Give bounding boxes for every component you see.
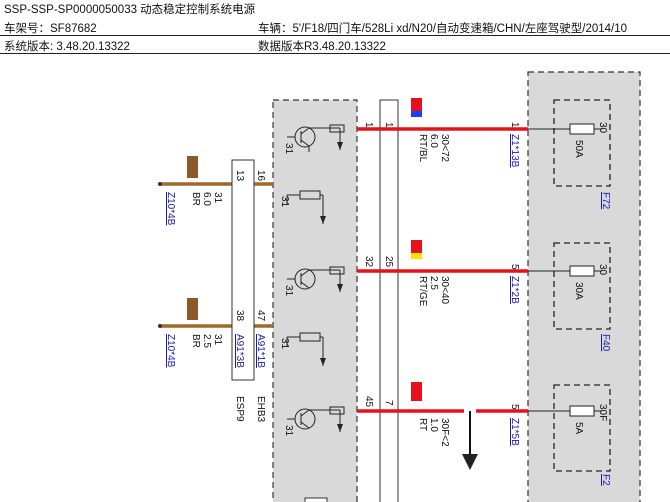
a91-connector-box[interactable] bbox=[231, 159, 255, 381]
link-z1-5b[interactable]: Z1*5B bbox=[509, 418, 520, 446]
arrow-3 bbox=[337, 284, 343, 292]
fuse-f2-rating: 5A bbox=[573, 422, 584, 435]
ground1-color: BR bbox=[190, 192, 201, 206]
diagram-title: SSP-SSP-SP0000050033 动态稳定控制系统电源 bbox=[4, 4, 256, 16]
swatch-rt-ge bbox=[411, 240, 422, 253]
ehb3-module-box bbox=[272, 99, 358, 502]
connector-stub-bottom bbox=[304, 497, 328, 502]
ground-label-4: 31 bbox=[279, 338, 290, 350]
swatch-br-1 bbox=[187, 156, 198, 178]
pin-conn-25: 25 bbox=[383, 256, 394, 268]
swatch-rt bbox=[411, 382, 422, 401]
wire3-size: 1.0 bbox=[428, 418, 439, 432]
link-z10-4b-bottom[interactable]: Z10*4B bbox=[165, 334, 176, 368]
link-fuse-f40[interactable]: F40 bbox=[600, 334, 611, 352]
ground1-circuit: 31 bbox=[212, 192, 223, 204]
wire3-color: RT bbox=[417, 418, 428, 431]
swatch-br-2 bbox=[187, 298, 198, 320]
pin-fuse-1: 1 bbox=[509, 122, 520, 128]
label-esp9: ESP9 bbox=[234, 396, 245, 422]
fuse-box[interactable] bbox=[527, 71, 641, 502]
wire1-size: 6.0 bbox=[428, 134, 439, 148]
ground2-circuit: 31 bbox=[212, 334, 223, 346]
pin-module-16: 16 bbox=[255, 170, 266, 182]
pin-module-1: 1 bbox=[363, 122, 374, 128]
pin-conn-1: 1 bbox=[383, 122, 394, 128]
wire2-color: RT/GE bbox=[417, 276, 428, 307]
wire2-circuit: 30<40 bbox=[439, 276, 450, 305]
link-z10-4b-top[interactable]: Z10*4B bbox=[165, 192, 176, 226]
link-fuse-f2[interactable]: F2 bbox=[600, 474, 611, 486]
fuse-f40-pin: 30 bbox=[597, 264, 608, 276]
header-divider-bottom bbox=[0, 53, 670, 54]
ground-label-5: 31 bbox=[283, 425, 294, 437]
fuse-f40-rating: 30A bbox=[573, 282, 584, 300]
ground-label-2: 31 bbox=[279, 196, 290, 208]
ground-label-1: 31 bbox=[283, 143, 294, 155]
swatch-rt-ge-stripe bbox=[411, 253, 422, 259]
data-version-label: 数据版本R3.48.20.13322 bbox=[258, 41, 386, 53]
vin-label: 车架号：SF87682 bbox=[4, 23, 97, 35]
fuse-f2-box[interactable] bbox=[553, 384, 611, 472]
wire1-circuit: 30<72 bbox=[439, 134, 450, 163]
header-divider bbox=[0, 35, 670, 36]
wire1-color: RT/BL bbox=[417, 134, 428, 163]
fuse-f72-box[interactable] bbox=[553, 99, 611, 187]
ground2-size: 2.5 bbox=[201, 334, 212, 348]
fuse-f2-symbol bbox=[569, 405, 595, 417]
ground2-color: BR bbox=[190, 334, 201, 348]
pin-module-47: 47 bbox=[255, 310, 266, 322]
ground1-size: 6.0 bbox=[201, 192, 212, 206]
wire3-circuit: 30F<2 bbox=[439, 418, 450, 447]
fuse-f72-rating: 50A bbox=[573, 140, 584, 158]
pin-module-45: 45 bbox=[363, 396, 374, 408]
pin-module-32: 32 bbox=[363, 256, 374, 268]
pin-conn-7: 7 bbox=[383, 400, 394, 406]
esp9-connector-strip bbox=[379, 99, 399, 502]
arrow-1 bbox=[337, 142, 343, 150]
link-a91-3b[interactable]: A91*3B bbox=[234, 334, 245, 368]
swatch-rt-bl-stripe bbox=[411, 111, 422, 117]
arrow-5 bbox=[337, 424, 343, 432]
wire2-size: 2.5 bbox=[428, 276, 439, 290]
internal-circuit-2 bbox=[286, 266, 345, 366]
fuse-f40-symbol bbox=[569, 265, 595, 277]
fuse-f2-pin: 30F bbox=[597, 404, 608, 421]
link-z1-13b[interactable]: Z1*13B bbox=[509, 134, 520, 168]
ground-label-3: 31 bbox=[283, 285, 294, 297]
pin-fuse-5a: 5 bbox=[509, 264, 520, 270]
fuse-f40-box[interactable] bbox=[553, 242, 611, 330]
pin-conn-13: 13 bbox=[234, 170, 245, 182]
label-ehb3: EHB3 bbox=[255, 396, 266, 423]
pin-fuse-5b: 5 bbox=[509, 404, 520, 410]
link-a91-1b[interactable]: A91*1B bbox=[255, 334, 266, 368]
system-version-label: 系统版本: 3.48.20.13322 bbox=[4, 41, 130, 53]
arrow-4 bbox=[320, 358, 326, 366]
vehicle-label: 车辆：5'/F18/四门车/528Li xd/N20/自动变速箱/CHN/左座驾… bbox=[258, 23, 628, 35]
swatch-rt-bl bbox=[411, 98, 422, 111]
link-z1-2b[interactable]: Z1*2B bbox=[509, 276, 520, 304]
arrow-2 bbox=[320, 216, 326, 224]
splice-z10-top bbox=[158, 182, 162, 186]
pin-conn-38: 38 bbox=[234, 310, 245, 322]
fuse-f72-pin: 30 bbox=[597, 122, 608, 134]
splice-z10-bottom bbox=[158, 324, 162, 328]
link-fuse-f72[interactable]: F72 bbox=[600, 192, 611, 210]
fuse-f72-symbol bbox=[569, 123, 595, 135]
